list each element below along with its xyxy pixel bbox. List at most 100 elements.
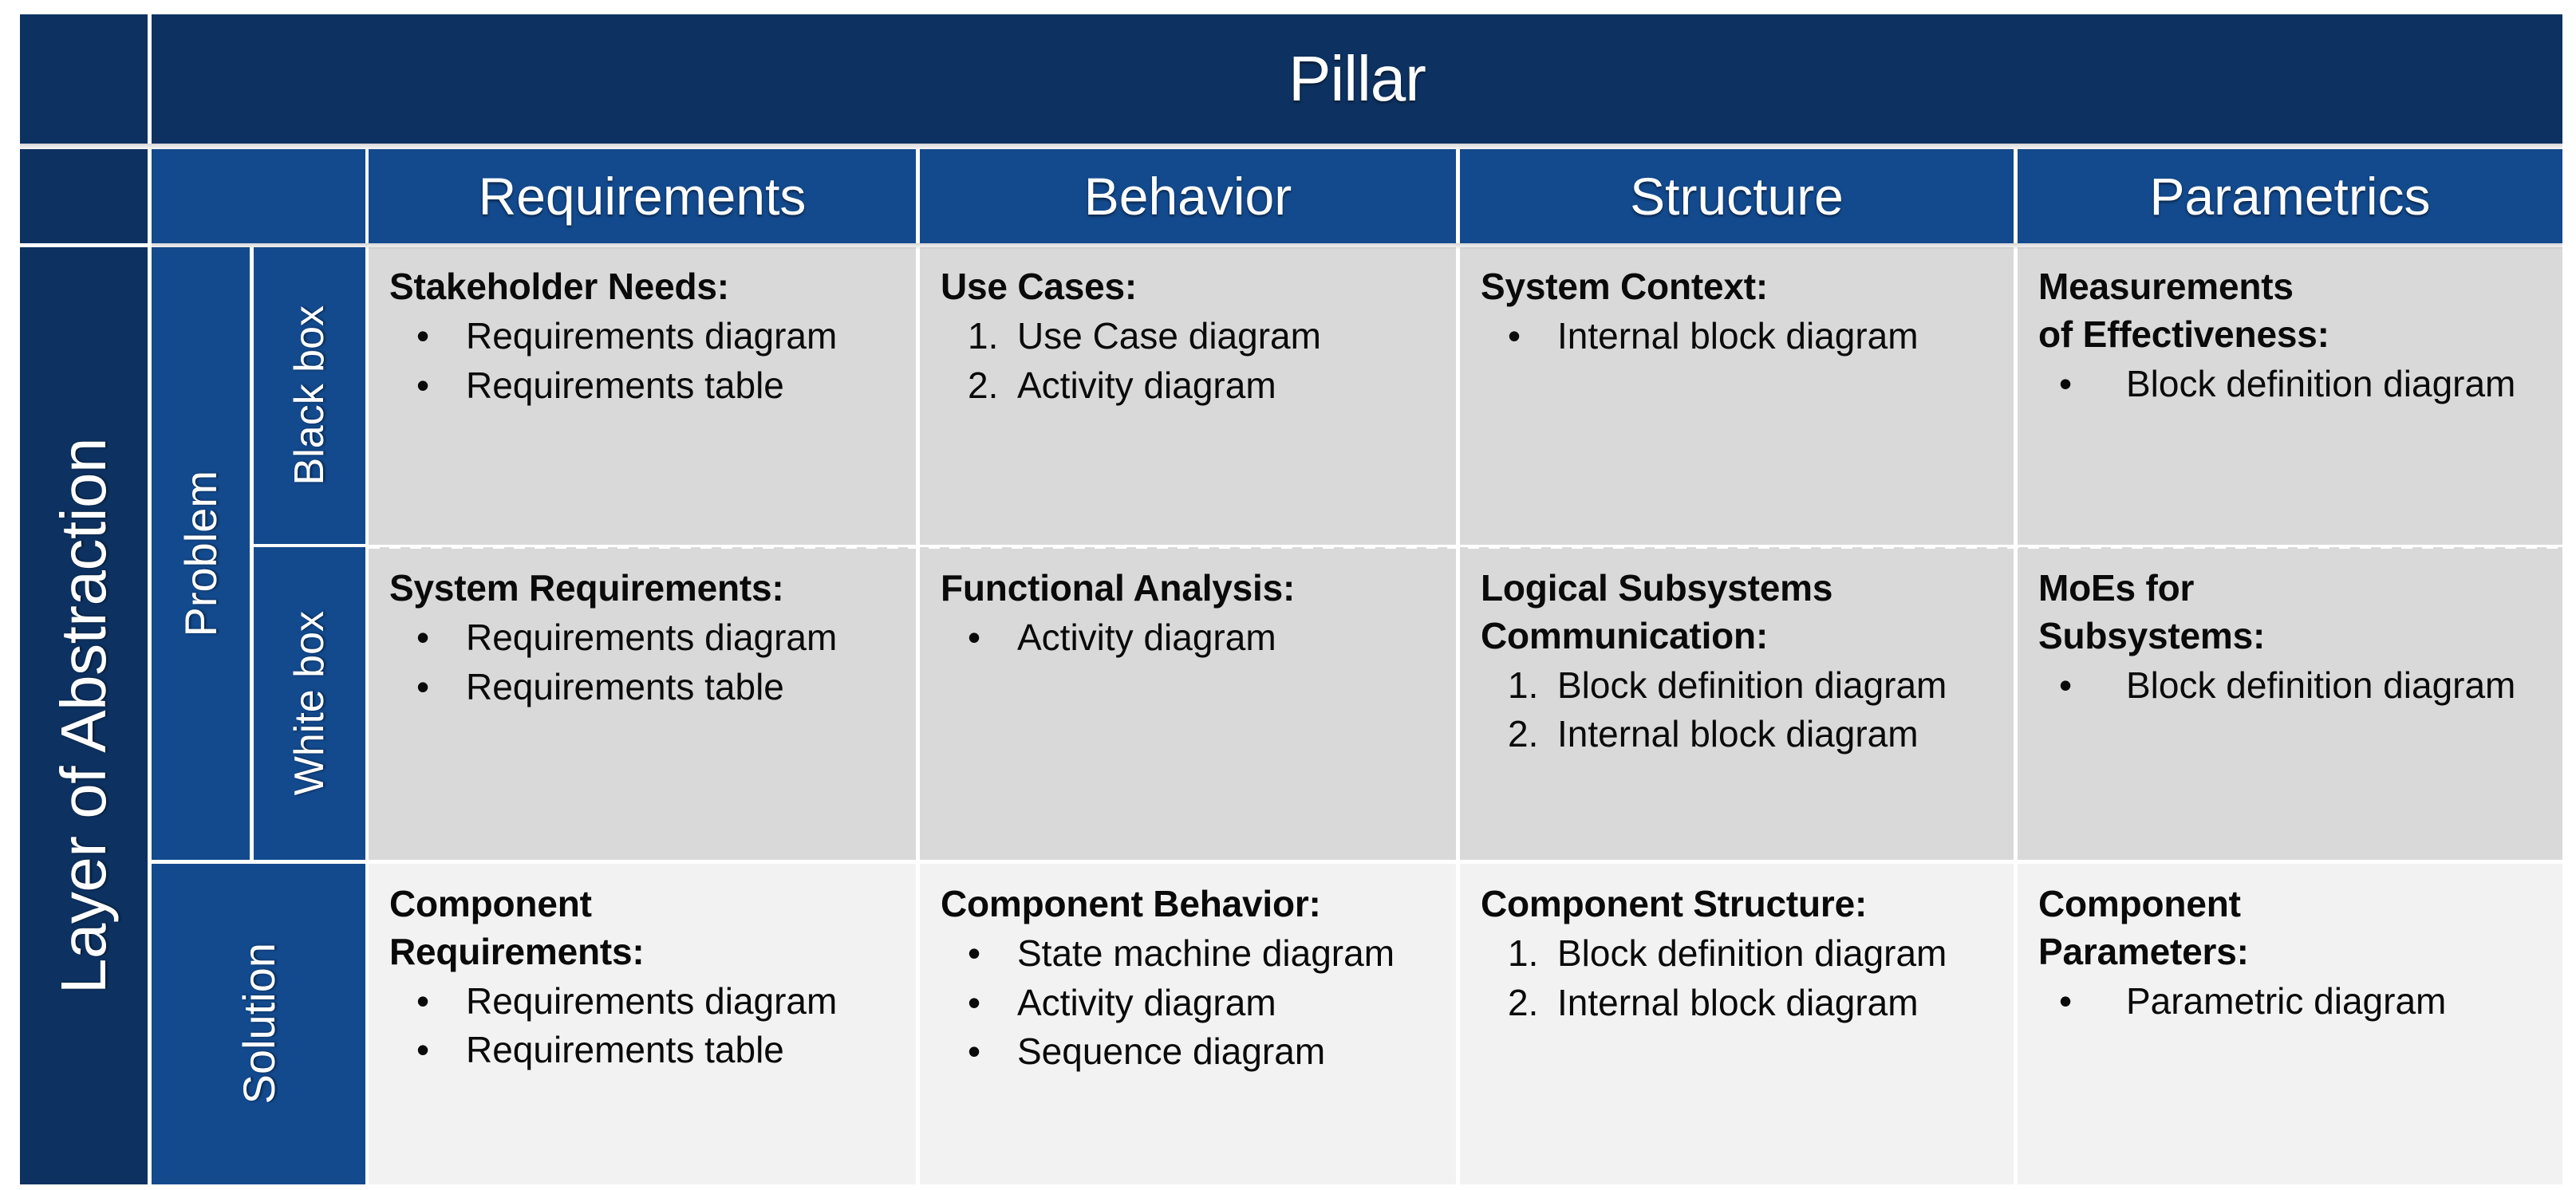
list-item: •Sequence diagram bbox=[941, 1028, 1435, 1076]
layer-group-solution: Solution bbox=[152, 863, 365, 1184]
cell-solution-parametrics: Component Parameters: •Parametric diagra… bbox=[2018, 863, 2562, 1184]
list-number: 2. bbox=[1508, 981, 1539, 1023]
cell-list: 1. Use Case diagram 2.Activity diagram bbox=[941, 313, 1435, 410]
list-item-text: Requirements table bbox=[466, 1029, 784, 1071]
cell-blackbox-behavior: Use Cases: 1.Use Case diagram 2.Activity… bbox=[920, 246, 1456, 545]
list-number: 1. bbox=[968, 314, 999, 357]
cell-blackbox-requirements: Stakeholder Needs: •Requirements diagram… bbox=[369, 246, 916, 545]
cell-list: •Activity diagram bbox=[941, 614, 1435, 662]
list-number: 2. bbox=[968, 364, 999, 406]
bullet-icon: • bbox=[1508, 314, 1521, 357]
header-shadow bbox=[20, 144, 2562, 151]
list-item-text: Internal block diagram bbox=[1557, 981, 1919, 1023]
pillar-header: Pillar bbox=[152, 14, 2562, 144]
list-item-text: Internal block diagram bbox=[1557, 314, 1919, 357]
cell-solution-structure: Component Structure: 1.Block definition … bbox=[1460, 863, 2014, 1184]
list-item: • Internal block diagram bbox=[1481, 313, 1993, 361]
grid-line-horizontal bbox=[20, 144, 2562, 149]
list-item-text: Activity diagram bbox=[1017, 616, 1276, 658]
row-axis-label-layer-of-abstraction: Layer of Abstraction bbox=[20, 247, 148, 1184]
layer-sublevel-white-box: White box bbox=[254, 547, 365, 860]
list-item-text: Block definition diagram bbox=[1557, 664, 1947, 706]
cell-title: Logical Subsystems Communication: bbox=[1481, 567, 1833, 656]
cell-title: Functional Analysis: bbox=[941, 567, 1296, 609]
grid-line-horizontal bbox=[152, 860, 2562, 864]
layer-sublevel-white-box-text: White box bbox=[286, 611, 333, 796]
cell-list: • Requirements diagram • Requirements tabl… bbox=[389, 978, 895, 1075]
column-header-parametrics: Parametrics bbox=[2018, 149, 2562, 243]
grid-line-horizontal bbox=[152, 243, 2562, 247]
bullet-icon: • bbox=[416, 979, 430, 1022]
list-item: 1. Block definition diagram bbox=[1481, 662, 1993, 710]
bullet-icon: • bbox=[968, 932, 981, 974]
list-item: •State machine diagram bbox=[941, 930, 1435, 978]
row-axis-label-text: Layer of Abstraction bbox=[48, 437, 119, 995]
grid-line-vertical bbox=[916, 149, 920, 1184]
layer-sublevel-black-box-text: Black box bbox=[286, 305, 333, 486]
list-item: •Requirements table bbox=[389, 664, 895, 711]
list-item: •Requirements diagram bbox=[389, 614, 895, 662]
grid-line-vertical bbox=[1456, 149, 1460, 1184]
bullet-icon: • bbox=[416, 665, 430, 707]
list-item-text: Block definition diagram bbox=[2126, 362, 2516, 404]
cell-list: • Internal block diagram bbox=[1481, 313, 1993, 361]
sublevel-header-spacer bbox=[152, 149, 365, 243]
cell-solution-behavior: Component Behavior: •State machine diagr… bbox=[920, 863, 1456, 1184]
bullet-icon: • bbox=[2059, 664, 2073, 706]
bullet-icon: • bbox=[416, 1029, 430, 1071]
bullet-icon: • bbox=[2059, 362, 2073, 404]
list-item: 1. Use Case diagram bbox=[941, 313, 1435, 361]
list-item-text: Block definition diagram bbox=[2126, 664, 2516, 706]
grid-line-vertical bbox=[148, 14, 152, 1184]
list-item-text: Requirements diagram bbox=[466, 979, 838, 1022]
list-item: 2.Activity diagram bbox=[941, 362, 1435, 410]
list-item: • Block definition diagram bbox=[2038, 662, 2542, 710]
list-item: • Requirements diagram bbox=[389, 978, 895, 1026]
list-item-text: Use Case diagram bbox=[1017, 314, 1321, 357]
layer-group-solution-text: Solution bbox=[233, 943, 284, 1105]
blackbox-whitebox-divider bbox=[369, 545, 2562, 549]
cell-whitebox-structure: Logical Subsystems Communication: 1. Bloc… bbox=[1460, 547, 2014, 860]
list-item-text: Activity diagram bbox=[1017, 981, 1276, 1023]
bullet-icon: • bbox=[968, 981, 981, 1023]
list-item: • Activity diagram bbox=[941, 979, 1435, 1027]
grid-line-vertical bbox=[250, 247, 254, 860]
list-item-text: Parametric diagram bbox=[2126, 979, 2447, 1022]
list-item-text: Block definition diagram bbox=[1557, 932, 1947, 974]
list-item-text: Requirements table bbox=[466, 364, 784, 406]
cell-whitebox-parametrics: MoEs for Subsystems: •Block definition d… bbox=[2018, 547, 2562, 860]
list-number: 1. bbox=[1508, 932, 1539, 974]
column-header-structure: Structure bbox=[1460, 149, 2014, 243]
list-item-text: Internal block diagram bbox=[1557, 713, 1919, 755]
cell-title: Measurements of Effectiveness: bbox=[2038, 266, 2329, 355]
cell-list: • Block definition diagram bbox=[2038, 662, 2542, 710]
list-item-text: Requirements diagram bbox=[466, 616, 838, 658]
layer-sublevel-black-box: Black box bbox=[254, 247, 365, 544]
list-item: • Block definition diagram bbox=[2038, 361, 2542, 408]
cell-solution-requirements: Component Requirements: •Requirements di… bbox=[369, 863, 916, 1184]
top-left-corner-block bbox=[20, 14, 148, 144]
axis-header-spacer bbox=[20, 149, 148, 243]
list-item: 2. Internal block diagram bbox=[1481, 711, 1993, 759]
cell-list: •Requirements diagram •Requirements tabl… bbox=[389, 614, 895, 711]
cell-blackbox-parametrics: Measurements of Effectiveness: • Block de… bbox=[2018, 246, 2562, 545]
cell-title: Component Behavior: bbox=[941, 883, 1321, 924]
list-item: •Requirements diagram bbox=[389, 313, 895, 361]
cell-title: System Requirements: bbox=[389, 567, 784, 609]
cell-whitebox-behavior: Functional Analysis: •Activity diagram bbox=[920, 547, 1456, 860]
list-item: • Requirements table bbox=[389, 1026, 895, 1074]
list-number: 1. bbox=[1508, 664, 1539, 706]
grid-line-vertical bbox=[365, 149, 369, 1184]
list-item: 1. Block definition diagram bbox=[1481, 930, 1993, 978]
list-item: 2. Internal block diagram bbox=[1481, 979, 1993, 1027]
list-number: 2. bbox=[1508, 713, 1539, 755]
cell-title: Stakeholder Needs: bbox=[389, 266, 729, 307]
cell-list: • Block definition diagram bbox=[2038, 361, 2542, 408]
cell-list: •State machine diagram • Activity diagram… bbox=[941, 930, 1435, 1076]
cell-title: System Context: bbox=[1481, 266, 1768, 307]
list-item: •Activity diagram bbox=[941, 614, 1435, 662]
column-header-behavior: Behavior bbox=[920, 149, 1456, 243]
bullet-icon: • bbox=[416, 314, 430, 357]
grid-line-vertical bbox=[2014, 149, 2018, 1184]
